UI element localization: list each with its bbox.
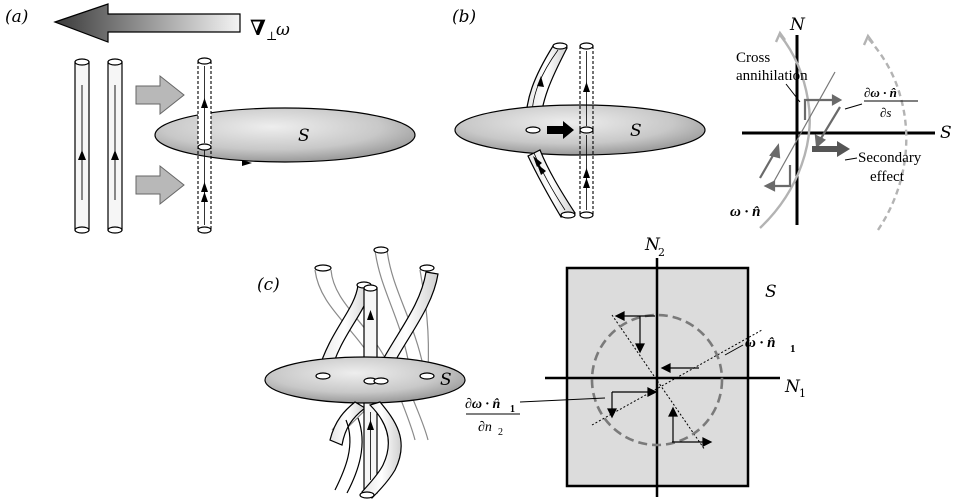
- svg-text:N: N: [644, 235, 661, 255]
- dashed-circle: [590, 313, 724, 447]
- panel-c: (c) S: [257, 235, 806, 499]
- surface-c-label: S: [440, 370, 452, 390]
- svg-text:N: N: [784, 377, 801, 397]
- motion-arrow-upper: [135, 74, 185, 116]
- disk-cap-4: [419, 372, 435, 380]
- gradient-arrow: [53, 3, 241, 43]
- svg-text:1: 1: [790, 343, 796, 355]
- svg-text:2: 2: [498, 427, 503, 438]
- motion-arrow-lower: [135, 164, 185, 206]
- axis-n1-label: N 1: [784, 377, 806, 400]
- secondary-leader: [844, 157, 858, 161]
- surface-b-label: S: [630, 121, 642, 141]
- deriv-leader: [519, 397, 606, 403]
- svg-text:1: 1: [799, 387, 806, 400]
- surface-a-label: S: [298, 126, 310, 146]
- bent-tube-cap-mid: [525, 126, 541, 134]
- square-label: S: [765, 282, 777, 302]
- diagonal-line-b: [771, 71, 836, 186]
- cross-annihilation-leader: [785, 83, 801, 103]
- svg-text:∂ω · n̂: ∂ω · n̂: [864, 85, 897, 100]
- curve-solid: [759, 34, 811, 229]
- svg-text:∂s: ∂s: [880, 105, 891, 120]
- svg-text:∇: ∇: [250, 15, 266, 40]
- cross-annihilation-label-2: annihilation: [736, 68, 808, 84]
- tube-cap-c1: [314, 264, 332, 272]
- omega-n1-label: ω · n̂ 1: [745, 335, 796, 355]
- vector-arrows-b: [759, 94, 843, 192]
- deriv-label-c: ∂ω · n̂ 1 ∂n 2: [465, 397, 520, 438]
- secondary-arrow: [812, 141, 850, 157]
- derivative-leader: [844, 103, 863, 110]
- axis-s-b-label: S: [940, 123, 952, 143]
- tube-cap-c3: [419, 264, 435, 272]
- secondary-label-2: effect: [870, 169, 905, 185]
- disk-cap-3: [373, 377, 389, 385]
- panel-a-label: (a): [5, 7, 28, 27]
- vortex-tube-right: [107, 58, 123, 234]
- omega-n1-leader: [724, 344, 744, 356]
- twisted-tubes-front-lower: [329, 401, 402, 499]
- panel-b: (b) S: [452, 7, 952, 231]
- tube-cap-c2: [373, 246, 389, 254]
- svg-text:ω · n̂: ω · n̂: [745, 335, 775, 351]
- gradient-label: ∇ ⊥ ω: [250, 15, 290, 43]
- derivative-label-b: ∂ω · n̂ ∂s: [864, 85, 918, 120]
- dashed-tube-b: [579, 42, 594, 219]
- curve-dashed-arrowhead: [862, 33, 874, 46]
- disk-cap-1: [315, 372, 331, 380]
- panel-c-label: (c): [257, 275, 280, 295]
- svg-text:2: 2: [658, 246, 665, 259]
- omega-n-label: ω · n̂: [730, 204, 760, 220]
- panel-a: (a) ∇ ⊥ ω S: [5, 3, 416, 234]
- transfer-arrow: [547, 121, 574, 139]
- svg-text:∂n: ∂n: [478, 420, 492, 435]
- axis-n2-label: N 2: [644, 235, 665, 259]
- secondary-label-1: Secondary: [858, 150, 922, 166]
- surface-a-flow-arrow: [242, 160, 252, 166]
- vortex-tube-left: [74, 58, 90, 234]
- panel-b-label: (b): [452, 7, 476, 27]
- svg-text:ω: ω: [276, 20, 290, 40]
- svg-text:1: 1: [510, 404, 515, 415]
- bent-tube-lower: [527, 149, 576, 219]
- cross-annihilation-label-1: Cross: [736, 50, 770, 66]
- curve-dashed: [867, 37, 908, 231]
- dashed-tube-a: [197, 57, 212, 234]
- dotted-diagonal-2: [611, 314, 706, 451]
- vector-arrows-c: [607, 311, 713, 447]
- curve-solid-arrowhead: [774, 30, 786, 43]
- surface-a: [154, 107, 416, 163]
- svg-text:∂ω · n̂: ∂ω · n̂: [465, 397, 501, 412]
- svg-text:⊥: ⊥: [266, 29, 277, 43]
- axis-n-b-label: N: [789, 15, 806, 35]
- dotted-diagonal-1: [591, 329, 763, 426]
